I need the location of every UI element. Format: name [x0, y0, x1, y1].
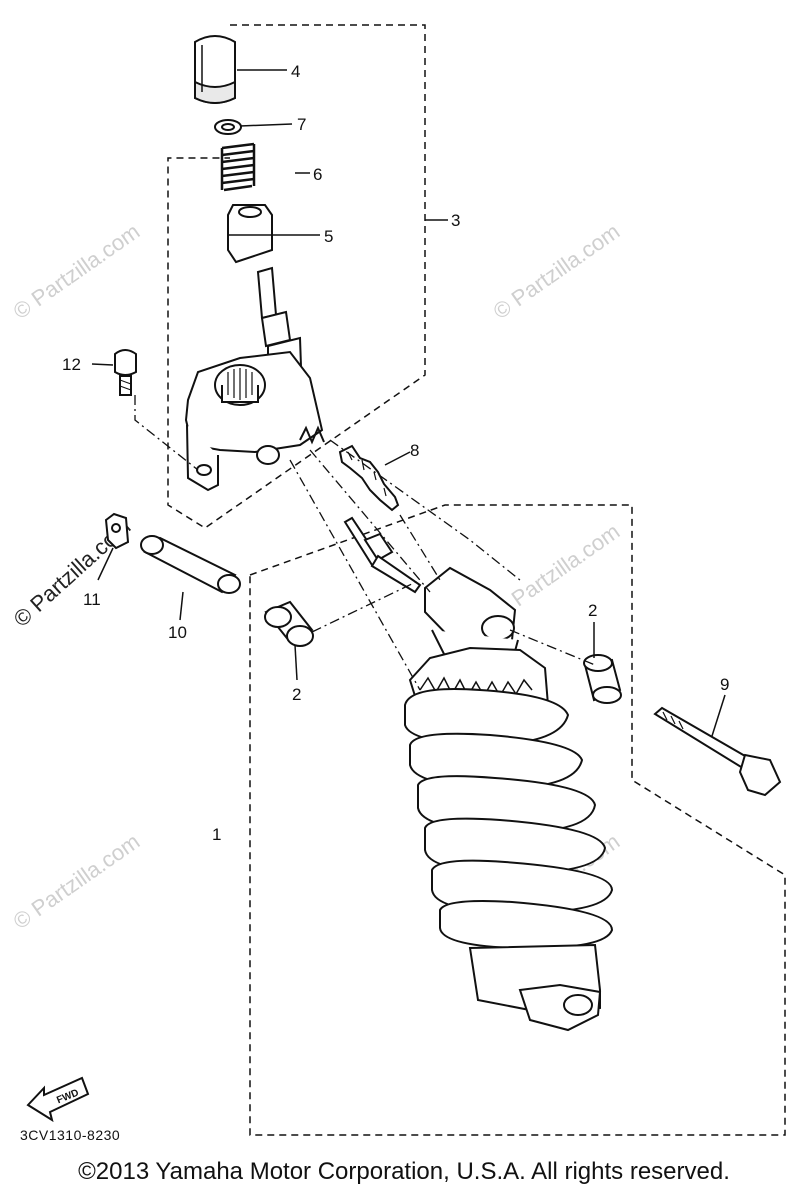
part-6-spring	[220, 142, 256, 192]
callout-2-left: 2	[292, 685, 301, 704]
callout-12: 12	[62, 355, 81, 374]
group-box-adjuster	[167, 24, 426, 529]
part-12-bolt	[114, 349, 137, 396]
part-9-bolt	[653, 706, 782, 797]
callout-10: 10	[168, 623, 187, 642]
callout-4: 4	[291, 62, 300, 81]
part-10-collar	[140, 535, 241, 594]
part-2-bushing-right	[583, 654, 622, 704]
part-5-nut	[227, 204, 273, 264]
fwd-arrow: FWD	[26, 1076, 90, 1123]
watermark: © Partzilla.com	[9, 829, 145, 935]
callout-1: 1	[212, 825, 221, 844]
part-2-bushing-left	[264, 600, 314, 647]
diagram-code: 3CV1310-8230	[20, 1127, 120, 1143]
part-7-washer	[214, 119, 242, 135]
callout-7: 7	[297, 115, 306, 134]
adjuster-body	[184, 266, 325, 492]
watermark: © Partzilla.com	[9, 219, 145, 325]
callout-5: 5	[324, 227, 333, 246]
connection-lines	[134, 395, 596, 691]
callouts: 4 7 6 5 3 8 12 11 10 2 2 9 1	[62, 62, 729, 844]
copyright-notice: ©2013 Yamaha Motor Corporation, U.S.A. A…	[78, 1158, 730, 1185]
group-box-shock	[249, 504, 786, 1136]
part-8-hose	[338, 444, 400, 512]
callout-9: 9	[720, 675, 729, 694]
callout-6: 6	[313, 165, 322, 184]
part-4-cap	[194, 35, 236, 104]
part-1-shock-absorber	[343, 516, 614, 1032]
callout-8: 8	[410, 441, 419, 460]
watermark: © Partzilla.com	[489, 219, 625, 325]
part-11-nipple	[104, 512, 130, 550]
callout-2-right: 2	[588, 601, 597, 620]
leader-lines	[91, 69, 726, 737]
callout-11: 11	[83, 590, 101, 609]
callout-3: 3	[451, 211, 460, 230]
